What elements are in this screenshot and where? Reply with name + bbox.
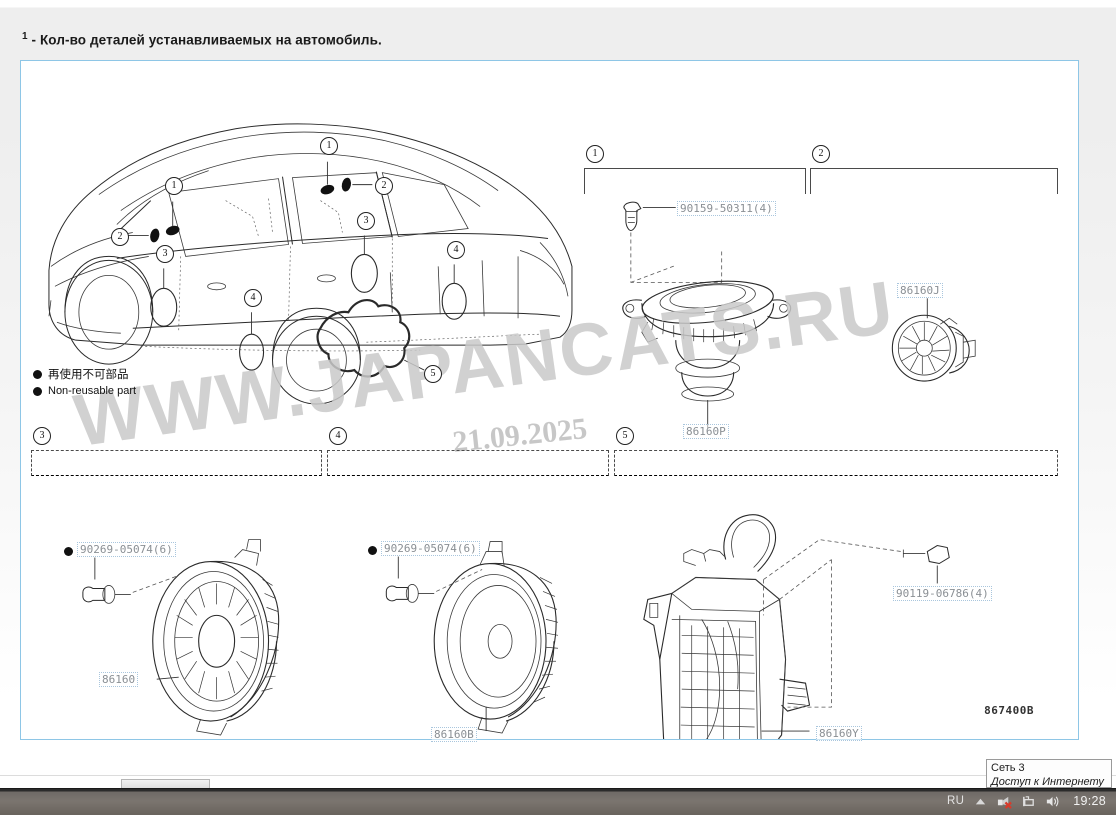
network-icon[interactable]	[997, 794, 1013, 809]
vehicle-illustration	[48, 123, 573, 405]
part-label-90119-06786: 90119-06786(4)	[893, 586, 992, 601]
vehicle-callout-3-front: 3	[156, 245, 174, 263]
diagram-frame: .ln{fill:none;stroke:#2a2a2a;stroke-widt…	[20, 60, 1079, 742]
show-hidden-icons-icon[interactable]	[973, 794, 988, 809]
non-reusable-legend: 再使用不可部品 Non-reusable part	[33, 366, 136, 400]
group-2-bracket	[810, 168, 1058, 194]
vehicle-callout-4-rear: 4	[244, 289, 262, 307]
group-2-parts	[891, 298, 976, 382]
group-1-parts	[622, 201, 792, 428]
part-label-86160P: 86160P	[683, 424, 729, 439]
part-label-86160Y: 86160Y	[816, 726, 862, 741]
legend-japanese-text: 再使用不可部品	[48, 367, 129, 381]
group-3-bracket	[31, 450, 322, 476]
volume-icon[interactable]	[1045, 794, 1060, 809]
group-5-parts	[643, 514, 950, 739]
note-text: - Кол-во деталей устанавливаемых на авто…	[27, 32, 382, 48]
quantity-note: 1 - Кол-во деталей устанавливаемых на ав…	[22, 31, 382, 48]
taskbar-clock[interactable]: 19:28	[1073, 794, 1106, 808]
group-1-bracket	[584, 168, 806, 194]
tooltip-line-2: Доступ к Интернету	[991, 776, 1104, 788]
filled-circle-icon	[33, 370, 42, 379]
legend-english-text: Non-reusable part	[48, 385, 137, 397]
group-3-number: 3	[33, 427, 51, 445]
flag-device-icon[interactable]	[1021, 794, 1036, 809]
diagram-code: 867400B	[984, 704, 1034, 717]
language-indicator[interactable]: RU	[947, 795, 965, 807]
part-label-90159-50311: 90159-50311(4)	[677, 201, 776, 216]
vehicle-callout-3-rear: 3	[357, 212, 375, 230]
taskbar	[0, 788, 1116, 815]
group-3-parts	[82, 539, 280, 736]
non-reusable-marker	[368, 546, 377, 555]
network-tooltip: Сеть 3 Доступ к Интернету	[986, 759, 1112, 788]
legend-row-japanese: 再使用不可部品	[33, 366, 136, 383]
part-label-90269-05074-g3: 90269-05074(6)	[77, 542, 176, 557]
system-tray: RU 19:28	[947, 788, 1116, 814]
content-separator	[0, 775, 1116, 776]
group-4-bracket	[327, 450, 609, 476]
vehicle-callout-2-top: 2	[375, 177, 393, 195]
vehicle-callout-5: 5	[424, 365, 442, 383]
group-5-bracket	[614, 450, 1058, 476]
filled-circle-icon	[33, 387, 42, 396]
group-2-number: 2	[812, 145, 830, 163]
note-superscript: 1	[22, 31, 28, 42]
tooltip-line-1: Сеть 3	[991, 762, 1025, 774]
group-1-number: 1	[586, 145, 604, 163]
vehicle-callout-4-far: 4	[447, 241, 465, 259]
group-4-parts	[385, 541, 559, 734]
part-label-86160B: 86160B	[431, 727, 477, 742]
vehicle-callout-1-front: 1	[165, 177, 183, 195]
part-label-90269-05074-g4: 90269-05074(6)	[381, 541, 480, 556]
legend-row-english: Non-reusable part	[33, 383, 136, 400]
group-4-number: 4	[329, 427, 347, 445]
page-background: 1 - Кол-во деталей устанавливаемых на ав…	[0, 0, 1116, 788]
group-5-number: 5	[616, 427, 634, 445]
parts-diagram-svg: .ln{fill:none;stroke:#2a2a2a;stroke-widt…	[48, 123, 976, 739]
vehicle-callout-2-front: 2	[111, 228, 129, 246]
vehicle-callout-1-top: 1	[320, 137, 338, 155]
vehicle-callout-markers	[126, 161, 467, 371]
part-label-86160J: 86160J	[897, 283, 943, 298]
part-label-86160: 86160	[99, 672, 139, 687]
non-reusable-marker	[64, 547, 73, 556]
